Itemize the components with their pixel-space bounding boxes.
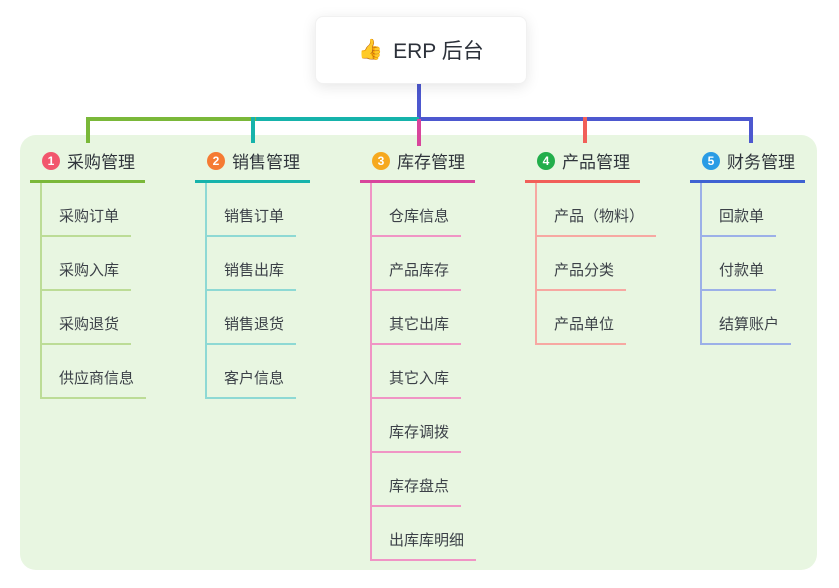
mindmap-node[interactable]: 客户信息	[207, 345, 310, 399]
branch-inventory: 3 库存管理 仓库信息 产品库存 其它出库 其它入库 库存调拨 库存盘点 出库库…	[360, 145, 477, 561]
node-label: 其它入库	[372, 367, 462, 399]
branch-label: 财务管理	[727, 153, 795, 172]
branch-children: 仓库信息 产品库存 其它出库 其它入库 库存调拨 库存盘点 出库库明细	[370, 183, 477, 561]
node-label: 产品（物料）	[537, 205, 657, 237]
node-label: 销售订单	[207, 205, 297, 237]
mindmap-node[interactable]: 库存调拨	[372, 399, 476, 453]
mindmap-node[interactable]: 销售退货	[207, 291, 310, 345]
mindmap-node[interactable]: 采购订单	[42, 183, 146, 237]
mindmap-node[interactable]: 销售出库	[207, 237, 310, 291]
branch-finance: 5 财务管理 回款单 付款单 结算账户	[690, 145, 805, 345]
mindmap-node[interactable]: 采购退货	[42, 291, 146, 345]
mindmap-node[interactable]: 库存盘点	[372, 453, 476, 507]
node-label: 库存调拨	[372, 421, 462, 453]
connector-drop-finance	[749, 117, 753, 143]
connector-root-vertical	[417, 82, 421, 119]
badge-1-icon: 1	[42, 151, 60, 170]
connector-drop-product	[583, 117, 587, 143]
mindmap-node[interactable]: 回款单	[702, 183, 805, 237]
branch-children: 采购订单 采购入库 采购退货 供应商信息	[40, 183, 147, 399]
badge-5-icon: 5	[702, 151, 720, 170]
node-label: 采购入库	[42, 259, 132, 291]
node-label: 结算账户	[702, 313, 792, 345]
branch-children: 回款单 付款单 结算账户	[700, 183, 805, 345]
root-label: ERP 后台	[393, 40, 484, 63]
branches-panel	[20, 135, 817, 570]
mindmap-node[interactable]: 付款单	[702, 237, 805, 291]
branch-header-finance[interactable]: 5 财务管理	[690, 145, 805, 183]
mindmap-node[interactable]: 供应商信息	[42, 345, 147, 399]
node-label: 客户信息	[207, 367, 297, 399]
connector-bus-teal	[256, 117, 419, 121]
branch-header-product[interactable]: 4 产品管理	[525, 145, 640, 183]
branch-header-inventory[interactable]: 3 库存管理	[360, 145, 475, 183]
node-label: 销售出库	[207, 259, 297, 291]
mindmap-node[interactable]: 销售订单	[207, 183, 310, 237]
connector-drop-inventory	[417, 119, 421, 146]
node-label: 库存盘点	[372, 475, 462, 507]
mindmap-node[interactable]: 出库库明细	[372, 507, 477, 561]
badge-4-icon: 4	[537, 151, 555, 170]
branch-product: 4 产品管理 产品（物料） 产品分类 产品单位	[525, 145, 657, 345]
connector-bus-green	[86, 117, 256, 121]
node-label: 回款单	[702, 205, 777, 237]
mindmap-node[interactable]: 其它出库	[372, 291, 476, 345]
branch-label: 销售管理	[232, 153, 300, 172]
node-label: 产品分类	[537, 259, 627, 291]
node-label: 其它出库	[372, 313, 462, 345]
node-label: 出库库明细	[372, 529, 477, 561]
branch-header-purchase[interactable]: 1 采购管理	[30, 145, 145, 183]
mindmap-node[interactable]: 采购入库	[42, 237, 146, 291]
node-label: 采购退货	[42, 313, 132, 345]
node-label: 销售退货	[207, 313, 297, 345]
mindmap-node[interactable]: 产品单位	[537, 291, 656, 345]
badge-3-icon: 3	[372, 151, 390, 170]
mindmap-node[interactable]: 产品（物料）	[537, 183, 657, 237]
node-label: 付款单	[702, 259, 777, 291]
thumbs-up-icon: 👍	[358, 39, 384, 61]
mindmap-node[interactable]: 结算账户	[702, 291, 805, 345]
node-label: 产品单位	[537, 313, 627, 345]
branch-label: 采购管理	[67, 153, 135, 172]
node-label: 产品库存	[372, 259, 462, 291]
branch-children: 产品（物料） 产品分类 产品单位	[535, 183, 657, 345]
root-node[interactable]: 👍 ERP 后台	[315, 16, 527, 84]
mindmap-node[interactable]: 产品分类	[537, 237, 656, 291]
mindmap-node[interactable]: 仓库信息	[372, 183, 476, 237]
badge-2-icon: 2	[207, 151, 225, 170]
connector-drop-purchase	[86, 117, 90, 143]
branch-label: 产品管理	[562, 153, 630, 172]
branch-label: 库存管理	[397, 153, 465, 172]
branch-children: 销售订单 销售出库 销售退货 客户信息	[205, 183, 310, 399]
connector-drop-sales	[251, 117, 255, 143]
mindmap-node[interactable]: 其它入库	[372, 345, 476, 399]
branch-header-sales[interactable]: 2 销售管理	[195, 145, 310, 183]
branch-sales: 2 销售管理 销售订单 销售出库 销售退货 客户信息	[195, 145, 310, 399]
branch-purchase: 1 采购管理 采购订单 采购入库 采购退货 供应商信息	[30, 145, 147, 399]
node-label: 供应商信息	[42, 367, 147, 399]
node-label: 采购订单	[42, 205, 132, 237]
mindmap-node[interactable]: 产品库存	[372, 237, 476, 291]
node-label: 仓库信息	[372, 205, 462, 237]
